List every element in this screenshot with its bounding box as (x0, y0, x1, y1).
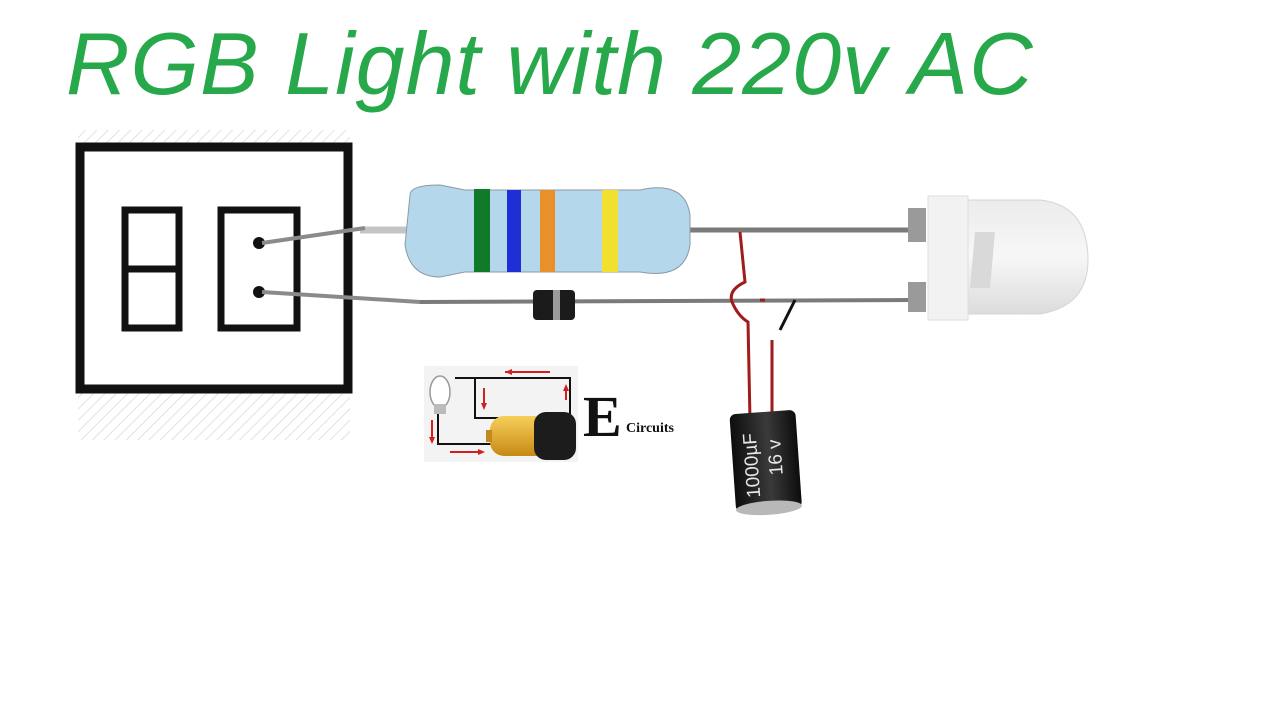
capacitor-capacitance: 1000µF (740, 432, 765, 498)
capacitor-voltage: 16 v (764, 438, 787, 476)
led-icon (908, 195, 1089, 321)
logo-letter: E (583, 384, 622, 449)
lead-wires (261, 226, 913, 304)
resistor-icon (404, 184, 691, 278)
electrolytic-capacitor-icon: 1000µF 16 v (729, 231, 802, 516)
logo-text: Circuits (626, 421, 675, 436)
page-title: RGB Light with 220v AC (66, 14, 1034, 113)
wall-socket-icon (75, 130, 353, 440)
bulb-battery-logo-icon: E Circuits (424, 366, 675, 462)
diode-icon (533, 290, 575, 320)
